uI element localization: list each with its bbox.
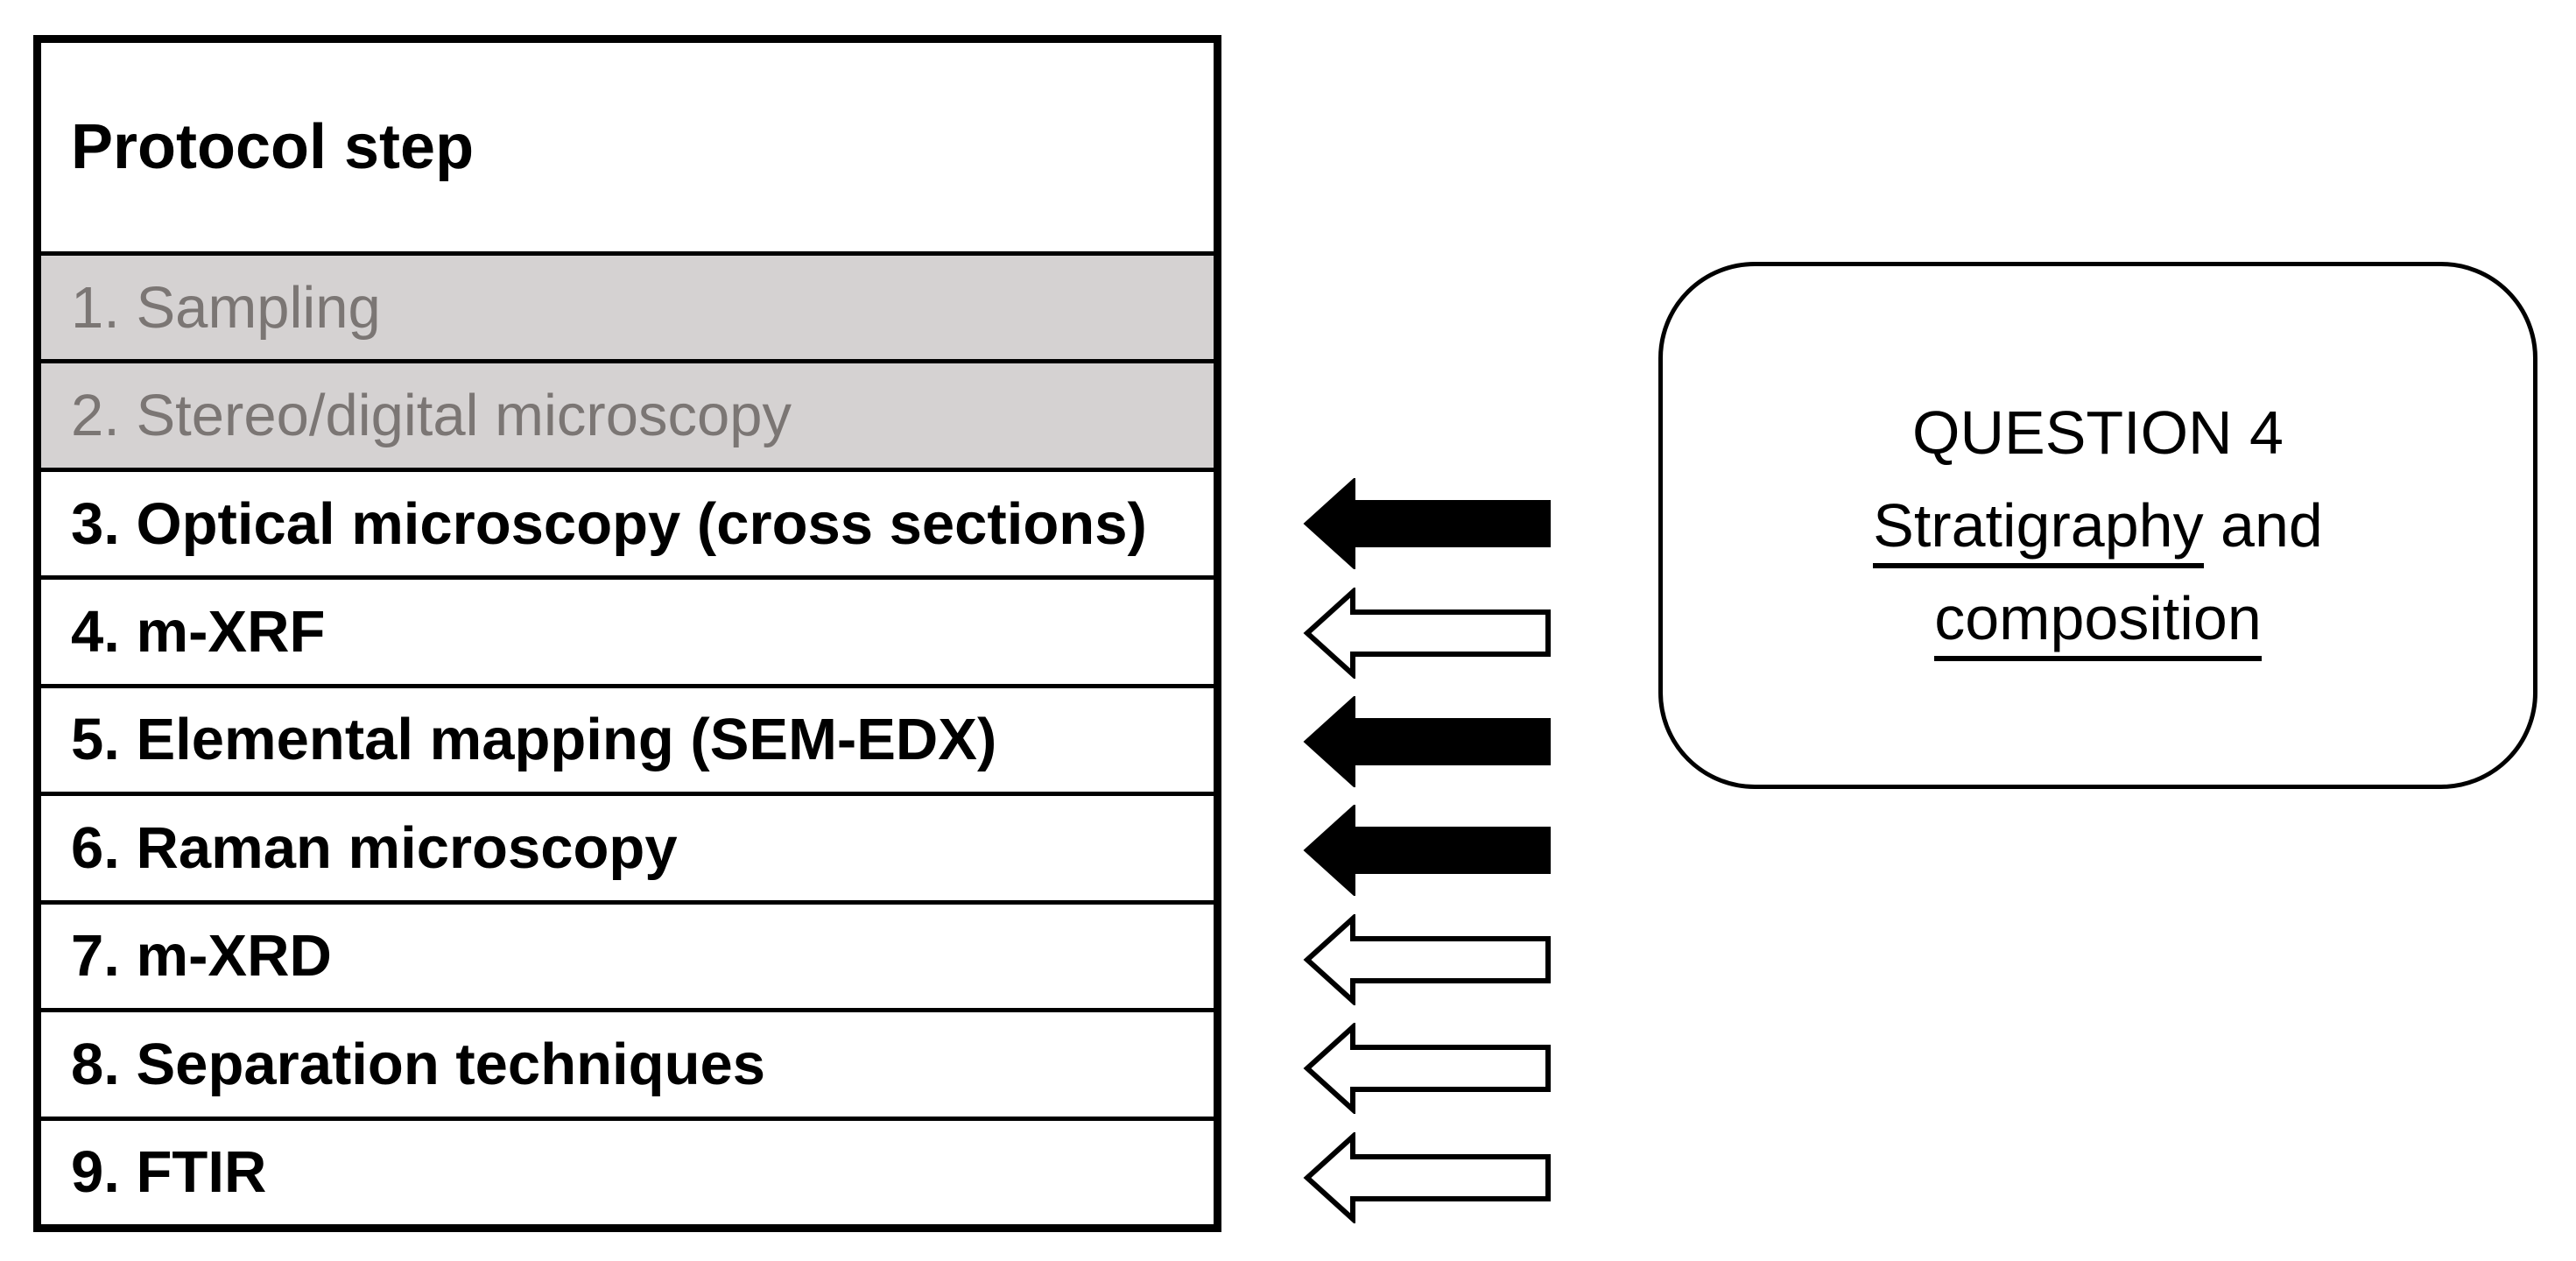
table-row-6-raman-microscopy: 6. Raman microscopy — [41, 792, 1214, 900]
left-arrow-icon-row-6 — [1303, 796, 1555, 905]
table-row-1-sampling: 1. Sampling — [41, 251, 1214, 360]
callout-line-2-rest: and — [2221, 491, 2323, 560]
protocol-step-table: Protocol step 1. Sampling 2. Stereo/digi… — [33, 35, 1221, 1232]
table-row-5-elemental-mapping: 5. Elemental mapping (SEM-EDX) — [41, 683, 1214, 793]
table-row-8-separation-techniques: 8. Separation techniques — [41, 1008, 1214, 1117]
callout-composition-underlined: composition — [1934, 584, 2262, 661]
left-arrow-icon-row-3 — [1303, 469, 1555, 578]
question-4-callout: QUESTION 4 Stratigraphy and composition — [1658, 262, 2537, 789]
callout-line-2: Stratigraphy and — [1873, 479, 2323, 572]
table-row-2-stereo-digital-microscopy: 2. Stereo/digital microscopy — [41, 359, 1214, 468]
left-arrow-icon-row-5 — [1303, 687, 1555, 796]
table-row-9-ftir: 9. FTIR — [41, 1116, 1214, 1224]
table-header-protocol-step: Protocol step — [71, 112, 475, 182]
table-row-3-optical-microscopy: 3. Optical microscopy (cross sections) — [41, 467, 1214, 576]
table-row-4-m-xrf: 4. m-XRF — [41, 575, 1214, 684]
left-arrow-icon-row-7 — [1303, 905, 1555, 1014]
left-arrow-icon-row-4 — [1303, 578, 1555, 687]
table-row-7-m-xrd: 7. m-XRD — [41, 899, 1214, 1009]
callout-line-1: QUESTION 4 — [1912, 398, 2284, 467]
callout-stratigraphy-underlined: Stratigraphy — [1873, 491, 2204, 568]
left-arrow-icon-row-8 — [1303, 1014, 1555, 1123]
arrow-column — [1303, 469, 1555, 1232]
left-arrow-icon-row-9 — [1303, 1124, 1555, 1232]
callout-line-3: composition — [1934, 572, 2262, 665]
